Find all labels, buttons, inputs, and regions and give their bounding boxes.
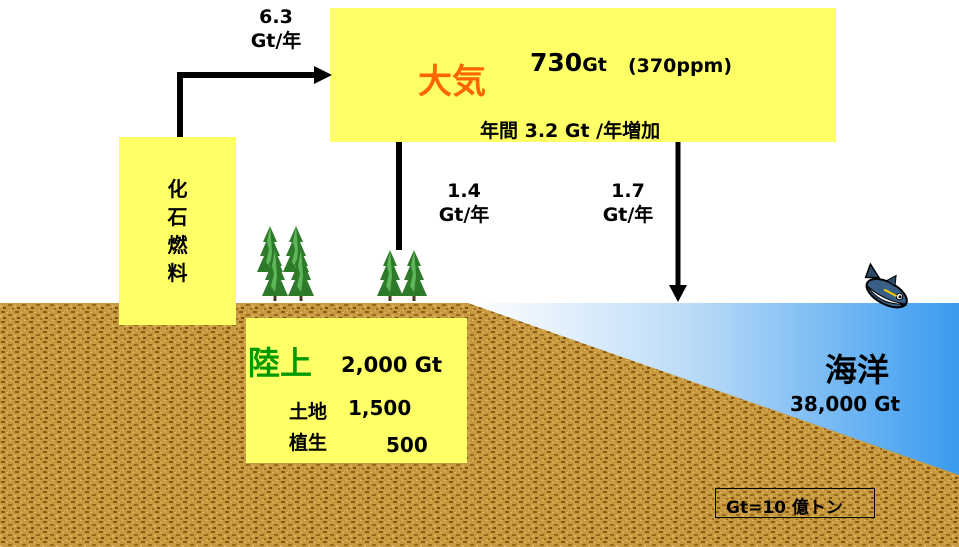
tree-icon [401, 250, 427, 301]
emission-flow-value: 6.3 [259, 6, 293, 28]
ocean-uptake-arrowhead [669, 285, 687, 302]
ocean-uptake-unit: Gt/年 [602, 203, 654, 226]
fossil-fuel-char-4: 料 [167, 261, 188, 285]
land-label: 陸上 [248, 344, 313, 382]
plant-value: 500 [386, 433, 428, 457]
land-box: 陸上 2,000 Gt 土地 1,500 植生 500 [246, 318, 467, 463]
land-total: 2,000 Gt [341, 353, 443, 377]
fish-icon [864, 262, 908, 309]
atmosphere-amount: 730Gt [530, 48, 607, 77]
unit-legend-text: Gt=10 億トン [726, 498, 843, 518]
ocean-uptake-label: 1.7 Gt/年 [588, 180, 668, 228]
soil-label: 土地 [289, 401, 328, 423]
atmosphere-amount-value: 730 [530, 48, 583, 77]
fossil-fuel-char-3: 燃 [167, 233, 188, 257]
tree-icon [377, 250, 403, 301]
atmosphere-amount-unit: Gt [582, 54, 607, 76]
emission-arrowhead [314, 66, 332, 84]
emission-flow-label: 6.3 Gt/年 [236, 6, 316, 54]
land-uptake-unit: Gt/年 [438, 203, 490, 226]
atmosphere-label: 大気 [418, 62, 486, 102]
ocean-uptake-value: 1.7 [611, 180, 645, 202]
unit-legend-box: Gt=10 億トン [715, 488, 875, 518]
atmosphere-box: 大気 730Gt (370ppm) 年間 3.2 Gt /年増加 [330, 8, 836, 142]
ocean-label: 海洋 [825, 351, 890, 389]
fossil-fuel-char-1: 化 [167, 177, 188, 201]
emission-arrow [177, 72, 316, 137]
fossil-fuel-char-2: 石 [167, 205, 188, 229]
land-uptake-value: 1.4 [447, 180, 481, 202]
fossil-fuel-label: 化 石 燃 料 [119, 175, 236, 287]
ocean-amount: 38,000 Gt [790, 392, 901, 416]
ground-area [0, 303, 959, 547]
emission-flow-unit: Gt/年 [250, 29, 302, 52]
atmosphere-increase: 年間 3.2 Gt /年増加 [480, 120, 661, 142]
plant-label: 植生 [289, 432, 328, 454]
soil-value: 1,500 [348, 396, 412, 420]
fossil-fuel-box: 化 石 燃 料 [119, 137, 236, 325]
atmosphere-ppm: (370ppm) [628, 55, 733, 77]
land-uptake-label: 1.4 Gt/年 [424, 180, 504, 228]
